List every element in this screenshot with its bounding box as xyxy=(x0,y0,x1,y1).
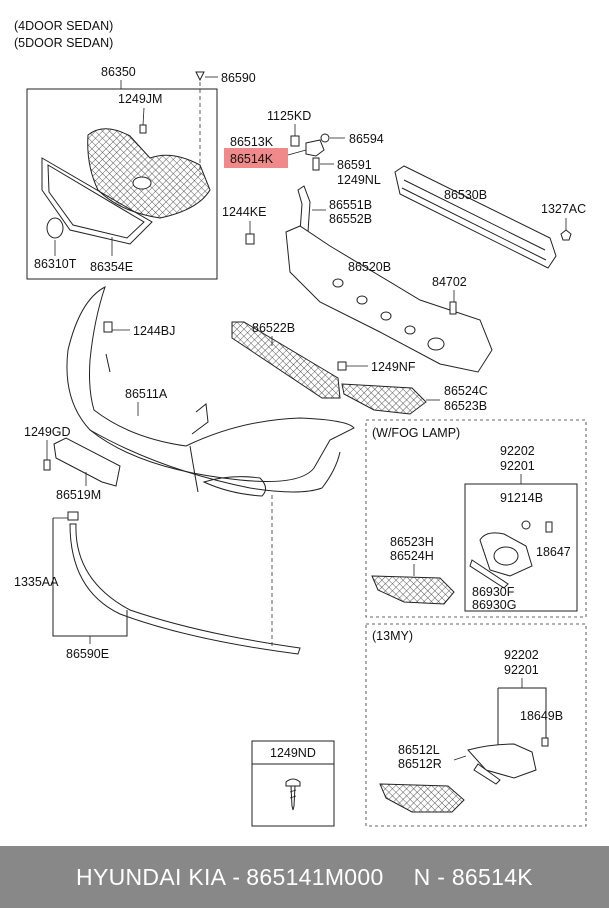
label-1249JM: 1249JM xyxy=(118,92,162,106)
bumper-cover xyxy=(66,285,355,482)
kia-emblem-86310t xyxy=(46,217,64,239)
screw-box xyxy=(251,740,335,827)
fog-label-86930G: 86930G xyxy=(472,598,516,612)
grille-molding xyxy=(41,157,153,245)
label-1244BJ: 1244BJ xyxy=(133,324,175,338)
part-number-footer: HYUNDAI KIA - 865141M000 N - 86514K xyxy=(0,846,609,908)
label-86530B: 86530B xyxy=(444,188,487,202)
variant-4door: (4DOOR SEDAN) xyxy=(14,19,113,33)
grille-emblem xyxy=(132,176,152,190)
label-1335AA: 1335AA xyxy=(14,575,59,589)
radiator-grille xyxy=(87,128,211,219)
label-86519M: 86519M xyxy=(56,488,101,502)
fog-label-91214B: 91214B xyxy=(500,491,543,505)
my13-label-18649B: 18649B xyxy=(520,709,563,723)
label-86552B: 86552B xyxy=(329,212,372,226)
label-1249ND: 1249ND xyxy=(270,746,316,760)
label-86551B: 86551B xyxy=(329,198,372,212)
fog-lamp-box xyxy=(365,419,587,618)
label-86523B: 86523B xyxy=(444,399,487,413)
my13-label-92202: 92202 xyxy=(504,648,539,662)
label-86591: 86591 xyxy=(337,158,372,172)
screw-icon xyxy=(285,778,301,787)
label-1249GD: 1249GD xyxy=(24,425,71,439)
label-86594: 86594 xyxy=(349,132,384,146)
label-86514K: 86514K xyxy=(230,152,274,166)
fog-lamp-assembly xyxy=(479,532,533,577)
energy-absorber xyxy=(285,225,493,373)
part-number: 865141M000 xyxy=(246,863,384,890)
bracket-86514k xyxy=(305,139,325,157)
brand-name: HYUNDAI KIA xyxy=(76,863,227,890)
my13-label-92201: 92201 xyxy=(504,663,539,677)
variant-5door: (5DOOR SEDAN) xyxy=(14,36,113,50)
license-plate-bracket xyxy=(53,437,121,487)
fog-label-18647: 18647 xyxy=(536,545,571,559)
label-1327AC: 1327AC xyxy=(541,202,586,216)
fog-label-92201: 92201 xyxy=(500,459,535,473)
parts-diagram: (4DOOR SEDAN) (5DOOR SEDAN) 86350 1249JM… xyxy=(14,19,587,827)
label-86520B: 86520B xyxy=(348,260,391,274)
label-86511A: 86511A xyxy=(125,387,168,401)
grille-group-box xyxy=(26,88,218,280)
label-86524C: 86524C xyxy=(444,384,488,398)
side-bracket xyxy=(297,185,311,233)
my13-label-86512R: 86512R xyxy=(398,757,442,771)
label-1249NL: 1249NL xyxy=(337,173,381,187)
label-86354E: 86354E xyxy=(90,260,133,274)
footer-separator: - xyxy=(232,863,241,890)
drl-cover-86512l xyxy=(379,783,465,813)
bumper-beam xyxy=(394,165,557,269)
label-86590: 86590 xyxy=(221,71,256,85)
my13-box xyxy=(365,623,587,827)
fog-cover-86524h xyxy=(371,575,455,605)
my13-title: (13MY) xyxy=(372,629,413,643)
fog-label-86524H: 86524H xyxy=(390,549,434,563)
reference-number: N - 86514K xyxy=(413,863,533,890)
drl-lamp-assembly xyxy=(467,743,537,779)
label-86350: 86350 xyxy=(101,65,136,79)
fog-cover-86524c xyxy=(341,383,427,415)
label-86513K: 86513K xyxy=(230,135,274,149)
label-86590E: 86590E xyxy=(66,647,109,661)
fog-label-86930F: 86930F xyxy=(472,585,515,599)
fog-lamp-title: (W/FOG LAMP) xyxy=(372,426,460,440)
label-86522B: 86522B xyxy=(252,321,295,335)
lower-grille-mesh xyxy=(231,321,341,399)
lower-lip-86590e xyxy=(69,523,301,655)
highlight-86514k xyxy=(224,148,288,168)
fog-label-92202: 92202 xyxy=(500,444,535,458)
label-86310T: 86310T xyxy=(34,257,77,271)
label-1249NF: 1249NF xyxy=(371,360,416,374)
fog-label-86523H: 86523H xyxy=(390,535,434,549)
label-84702: 84702 xyxy=(432,275,467,289)
label-1125KD: 1125KD xyxy=(267,109,311,123)
label-1244KE: 1244KE xyxy=(222,205,266,219)
my13-label-86512L: 86512L xyxy=(398,743,440,757)
